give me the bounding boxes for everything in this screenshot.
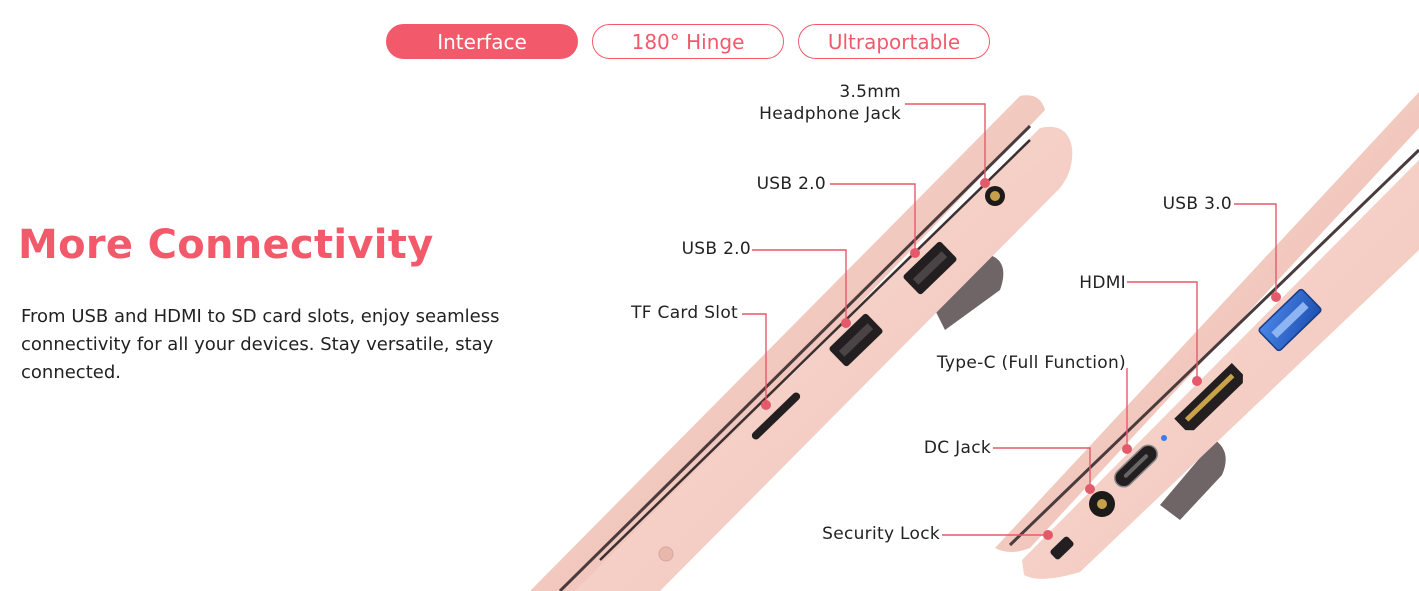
tab-ultraportable[interactable]: Ultraportable (798, 24, 990, 59)
label-type-c: Type-C (Full Function) (936, 353, 1126, 373)
left-laptop-body (530, 95, 1073, 591)
label-headphone-line2: Headphone Jack (759, 104, 901, 124)
tab-180-hinge[interactable]: 180° Hinge (592, 24, 784, 59)
label-hdmi: HDMI (1079, 273, 1126, 293)
label-usb-2-lower: USB 2.0 (681, 239, 751, 259)
label-security-lock: Security Lock (822, 524, 940, 544)
section-description: From USB and HDMI to SD card slots, enjo… (21, 306, 500, 383)
label-headphone-line1: 3.5mm (839, 82, 901, 102)
callout-lines (742, 103, 1277, 536)
label-usb-3: USB 3.0 (1162, 194, 1232, 214)
tab-interface[interactable]: Interface (386, 24, 578, 59)
right-ports (1050, 288, 1322, 560)
label-headphone-jack: 3.5mm Headphone Jack (730, 81, 901, 125)
callout-dots (761, 178, 1281, 540)
left-ports (658, 186, 1005, 562)
label-dc-jack: DC Jack (923, 438, 991, 458)
section-headline: More Connectivity (18, 222, 434, 268)
feature-tabs: Interface 180° Hinge Ultraportable (386, 24, 990, 59)
label-usb-2-upper: USB 2.0 (756, 174, 826, 194)
label-tf-card-slot: TF Card Slot (631, 303, 738, 323)
